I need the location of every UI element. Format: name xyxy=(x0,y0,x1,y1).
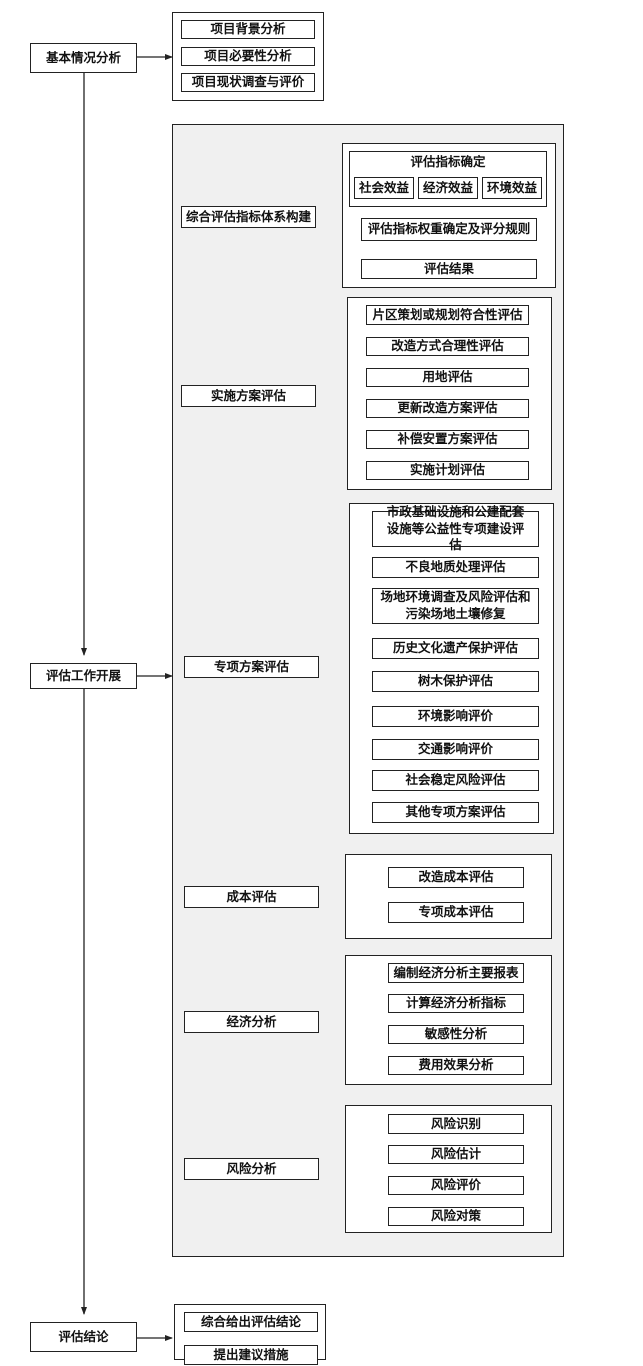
risk-step: 风险评价 xyxy=(388,1176,524,1195)
evaluation-work-box: 评估工作开展 xyxy=(30,663,137,689)
special-item: 历史文化遗产保护评估 xyxy=(372,638,539,659)
benefit-item: 环境效益 xyxy=(482,177,542,199)
basic-item: 项目背景分析 xyxy=(181,20,315,39)
conclusion-item: 综合给出评估结论 xyxy=(184,1312,318,1332)
implementation-step: 片区策划或规划符合性评估 xyxy=(366,305,529,325)
special-item: 其他专项方案评估 xyxy=(372,802,539,823)
implementation-step: 更新改造方案评估 xyxy=(366,399,529,418)
indicator-section-label: 综合评估指标体系构建 xyxy=(181,206,316,228)
economic-step: 敏感性分析 xyxy=(388,1025,524,1044)
economic-step: 计算经济分析指标 xyxy=(388,994,524,1013)
implementation-step: 补偿安置方案评估 xyxy=(366,430,529,449)
implementation-section-label: 实施方案评估 xyxy=(181,385,316,407)
indicator-determination-title: 评估指标确定 xyxy=(410,154,486,169)
implementation-step: 实施计划评估 xyxy=(366,461,529,480)
special-item: 市政基础设施和公建配套设施等公益性专项建设评估 xyxy=(372,504,539,552)
special-section-label: 专项方案评估 xyxy=(184,656,319,678)
risk-step: 风险识别 xyxy=(388,1114,524,1134)
risk-step: 风险估计 xyxy=(388,1145,524,1164)
benefit-item: 经济效益 xyxy=(418,177,478,199)
special-item: 不良地质处理评估 xyxy=(372,557,539,578)
special-item: 环境影响评价 xyxy=(372,706,539,727)
implementation-frame xyxy=(347,297,552,490)
risk-section-label: 风险分析 xyxy=(184,1158,319,1180)
indicator-step: 评估指标权重确定及评分规则 xyxy=(361,218,537,241)
cost-section-label: 成本评估 xyxy=(184,886,319,908)
economic-step: 费用效果分析 xyxy=(388,1056,524,1075)
basic-analysis-box: 基本情况分析 xyxy=(30,43,137,73)
special-item: 社会稳定风险评估 xyxy=(372,770,539,791)
indicator-step: 评估结果 xyxy=(361,259,537,279)
basic-item: 项目现状调查与评价 xyxy=(181,73,315,92)
benefit-item: 社会效益 xyxy=(354,177,414,199)
implementation-step: 用地评估 xyxy=(366,368,529,387)
conclusion-box: 评估结论 xyxy=(30,1322,137,1352)
implementation-step: 改造方式合理性评估 xyxy=(366,337,529,356)
special-item: 树木保护评估 xyxy=(372,671,539,692)
cost-step: 改造成本评估 xyxy=(388,867,524,888)
special-item: 交通影响评价 xyxy=(372,739,539,760)
conclusion-item: 提出建议措施 xyxy=(184,1345,318,1365)
risk-step: 风险对策 xyxy=(388,1207,524,1226)
basic-item: 项目必要性分析 xyxy=(181,47,315,66)
economic-step: 编制经济分析主要报表 xyxy=(388,963,524,983)
cost-step: 专项成本评估 xyxy=(388,902,524,923)
special-item: 场地环境调查及风险评估和污染场地土壤修复 xyxy=(372,588,539,624)
economic-section-label: 经济分析 xyxy=(184,1011,319,1033)
